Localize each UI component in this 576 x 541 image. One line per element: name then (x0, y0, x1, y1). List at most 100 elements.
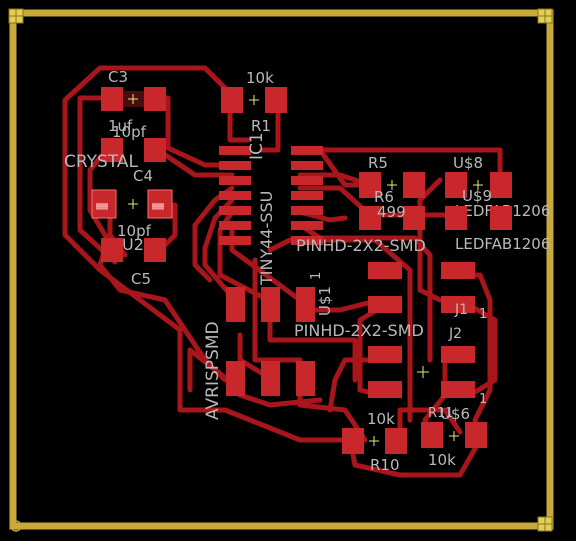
label-pinhd-2: PINHD-2X2-SMD (294, 321, 424, 340)
pad[interactable] (385, 428, 407, 454)
pad[interactable] (291, 176, 323, 185)
pad[interactable] (219, 176, 251, 185)
trace (327, 357, 388, 413)
pad[interactable] (342, 428, 364, 454)
component-c3[interactable]: C3 1uf (101, 68, 166, 135)
component-c5[interactable]: 10pf C5 (101, 222, 166, 288)
pad[interactable] (226, 287, 245, 322)
pad[interactable] (403, 206, 425, 230)
pad[interactable] (101, 138, 123, 162)
trace (227, 97, 251, 143)
label-avrisp: AVRISPSMD (203, 321, 223, 420)
pad[interactable] (291, 191, 323, 200)
pad[interactable] (261, 287, 280, 322)
pad[interactable] (441, 346, 475, 363)
component-u1-avrisp[interactable]: U$1 AVRISPSMD 1 (203, 272, 334, 420)
pad[interactable] (445, 206, 467, 230)
trace (192, 185, 235, 283)
component-j2-header[interactable]: PINHD-2X2-SMD J2 1 (294, 321, 487, 407)
pad[interactable] (291, 236, 323, 245)
pad[interactable] (403, 172, 425, 198)
pad[interactable] (219, 221, 251, 230)
label-c3-value: 1uf (108, 117, 133, 135)
trace (62, 65, 353, 443)
pad[interactable] (291, 221, 323, 230)
trace (305, 297, 383, 313)
label-r6-value: 499 (377, 203, 406, 221)
pad[interactable] (441, 262, 475, 279)
label-c3: C3 (108, 68, 128, 86)
pad[interactable] (465, 422, 487, 448)
pad[interactable] (421, 422, 443, 448)
pad[interactable] (291, 161, 323, 170)
trace (457, 297, 498, 398)
component-r6[interactable]: R6 499 (359, 188, 425, 230)
component-r11[interactable]: U$6 R11 10k (421, 405, 487, 469)
trace (87, 145, 228, 383)
pad[interactable] (226, 361, 245, 396)
pad[interactable] (441, 381, 475, 398)
pad[interactable] (101, 238, 123, 262)
pad[interactable] (445, 172, 467, 198)
trace (267, 237, 413, 423)
pad[interactable] (219, 206, 251, 215)
pad[interactable] (144, 138, 166, 162)
component-c4[interactable]: 10pf CRYSTAL C4 (64, 123, 166, 185)
trace (297, 222, 433, 363)
pad[interactable] (101, 87, 123, 111)
pad[interactable] (490, 172, 512, 198)
pad[interactable] (91, 189, 117, 219)
label-r11-value: 10k (428, 451, 456, 469)
pad[interactable] (368, 296, 402, 313)
label-r5: R5 (368, 154, 388, 172)
component-r5[interactable]: R5 (359, 154, 425, 198)
component-ic1[interactable]: IC1 TINY44-SSU (219, 132, 323, 286)
pad[interactable] (265, 87, 287, 113)
pad[interactable] (219, 161, 251, 170)
trace (187, 347, 231, 393)
pad[interactable] (368, 381, 402, 398)
pad[interactable] (368, 262, 402, 279)
label-u1: U$1 (316, 286, 334, 316)
pad[interactable] (296, 361, 315, 396)
component-j1-header[interactable]: PINHD-2X2-SMD J1 1 (296, 236, 487, 322)
pad[interactable] (261, 361, 280, 396)
trace (97, 65, 228, 91)
pad[interactable] (147, 189, 173, 219)
trace (229, 222, 303, 303)
pad[interactable] (219, 146, 251, 155)
label-u2: U2 (122, 235, 144, 254)
component-r10[interactable]: 10k R10 (342, 410, 407, 474)
pad[interactable] (359, 206, 381, 230)
pad[interactable] (490, 206, 512, 230)
pad[interactable] (296, 287, 315, 322)
label-pin-mark-1: 1 (479, 307, 487, 322)
trace (152, 145, 235, 178)
pad[interactable] (219, 236, 251, 245)
pad[interactable] (144, 238, 166, 262)
pad[interactable] (441, 296, 475, 313)
pad[interactable] (144, 87, 166, 111)
pad-hatch-icon: ▦▦ (96, 201, 108, 212)
label-u8: U$8 (453, 154, 483, 172)
label-crystal: CRYSTAL (64, 152, 138, 172)
component-r1[interactable]: 10k R1 (221, 69, 287, 135)
component-u2-crystal[interactable]: ▦▦ ▦▦ U2 (91, 189, 173, 254)
trace (259, 97, 281, 153)
corner-anchor-icon (8, 8, 24, 24)
label-ic1: IC1 (247, 132, 267, 160)
pad[interactable] (359, 172, 381, 198)
pad[interactable] (291, 146, 323, 155)
component-u9-led[interactable]: LEDFAB1206 (445, 206, 550, 253)
pad[interactable] (221, 87, 243, 113)
label-u6: U$6 (440, 405, 470, 423)
label-u9: U$9 (462, 187, 492, 205)
pad[interactable] (219, 191, 251, 200)
trace (252, 257, 303, 363)
pad[interactable] (291, 206, 323, 215)
pad[interactable] (368, 346, 402, 363)
trace (417, 177, 443, 303)
board-outline (9, 9, 554, 530)
label-pin-mark-3: 1 (309, 272, 324, 280)
